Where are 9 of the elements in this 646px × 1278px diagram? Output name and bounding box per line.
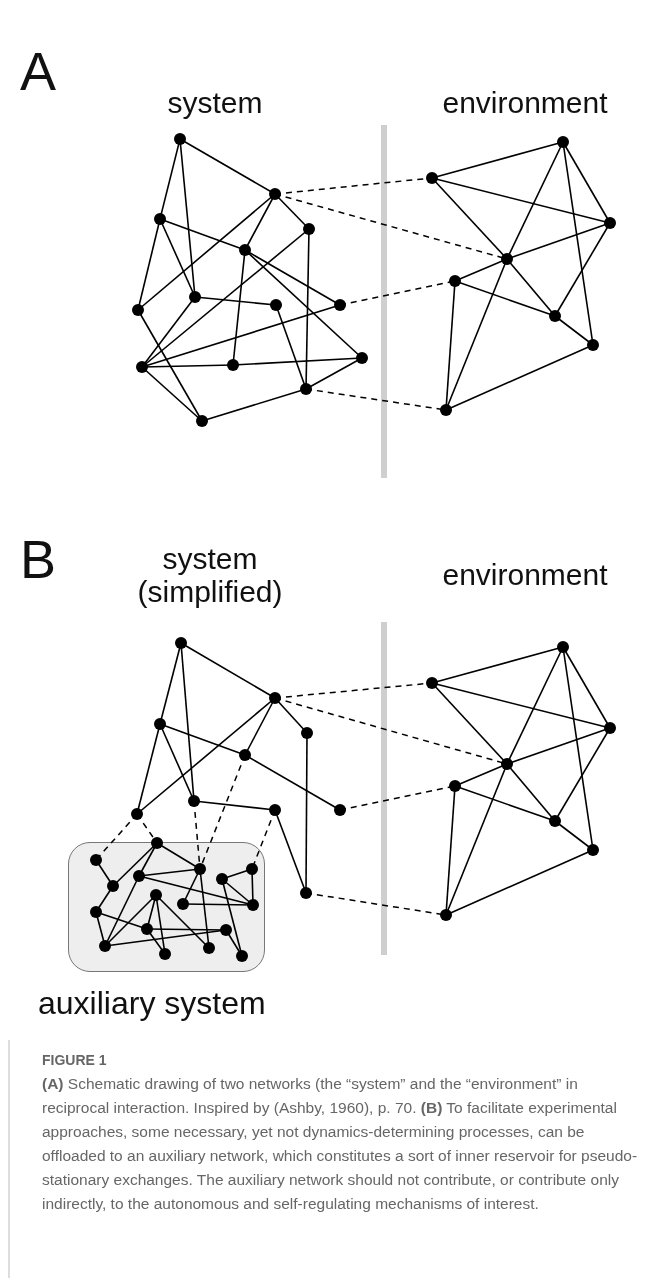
section-title: system (simplified) [136,542,284,608]
section-title: environment [441,558,609,591]
figure-label: FIGURE 1 [42,1053,107,1069]
section-title: environment [441,86,609,119]
panel-letter: B [20,530,57,590]
caption-text: (A) Schematic drawing of two networks (the “system” and the “environment” in reciprocal interaction. Inspired by (Ashby, 1960), p. 70. (B) To facilitate experimental approaches, some necessary, yet not dynamics-determining processes, can be offloaded to an auxiliary network, which constitutes a sort of inner reservoir for pseudo-stationary exchanges. The auxiliary network should not contribute, or contribute only indirectly, to the autonomous and self-regulating mechanisms of interest. [42,1074,639,1214]
group-title: auxiliary system [38,986,266,1022]
panel-letter: A [20,42,57,102]
section-title: system [166,86,264,119]
